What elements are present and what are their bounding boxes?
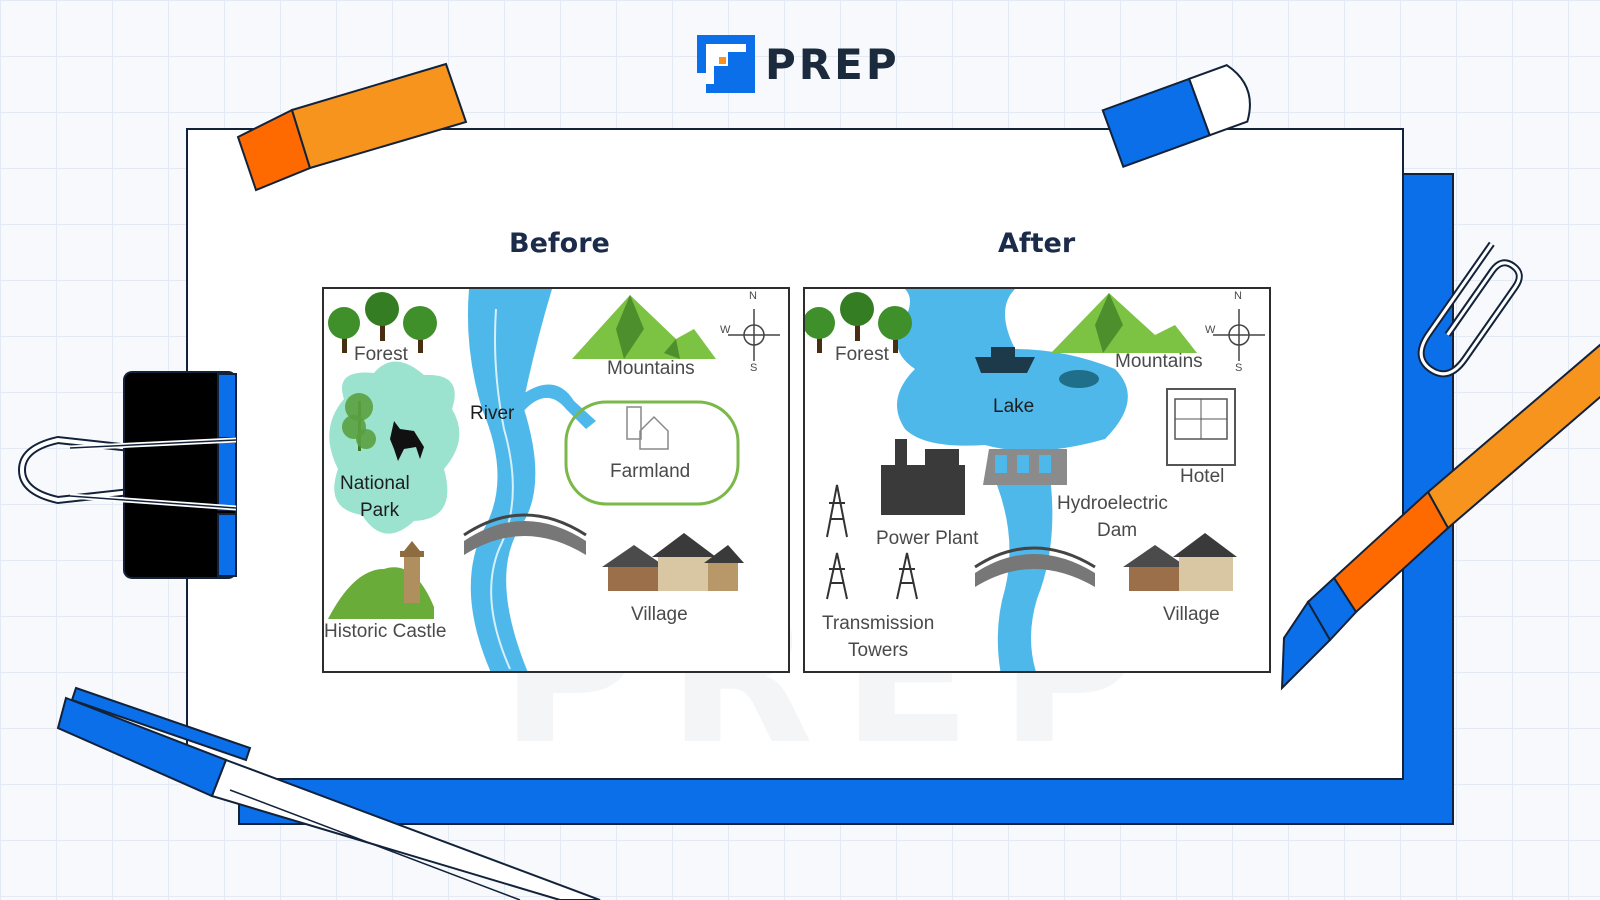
prep-logo-icon (697, 35, 755, 93)
before-compass-s: S (750, 362, 758, 374)
after-village-label: Village (1163, 604, 1220, 625)
brand-logo: PREP (697, 35, 900, 93)
national-park-icon (329, 361, 460, 534)
farmland-icon (564, 400, 740, 506)
lake-icon (897, 289, 1128, 451)
after-compass-s: S (1235, 362, 1243, 374)
before-forest-label: Forest (354, 344, 408, 365)
before-national-park-label-2: Park (360, 500, 400, 521)
after-hydroelectric-dam-label-2: Dam (1097, 520, 1138, 541)
before-national-park-label-1: National (340, 473, 410, 494)
forest-icon (328, 292, 437, 353)
river-icon (467, 289, 596, 671)
before-historic-castle-label: Historic Castle (324, 621, 447, 642)
hydroelectric-dam-icon (983, 449, 1067, 485)
before-village-label: Village (631, 604, 688, 625)
before-farmland-label: Farmland (610, 461, 691, 482)
before-compass-n: N (749, 290, 757, 302)
historic-castle-icon (328, 541, 434, 619)
before-map-title: Before (509, 228, 610, 259)
before-compass-w: W (720, 324, 731, 336)
forest-icon (805, 292, 912, 353)
after-compass-n: N (1234, 290, 1242, 302)
after-hydroelectric-dam-label-1: Hydroelectric (1057, 493, 1168, 514)
after-mountains-label: Mountains (1115, 351, 1203, 372)
village-icon (1123, 533, 1237, 591)
mountains-icon (1051, 293, 1197, 353)
compass-icon (1213, 309, 1265, 361)
after-map-title: After (998, 228, 1076, 259)
after-map: Forest Mountains Lake Hotel Hydroelectri… (803, 287, 1271, 673)
after-transmission-towers-label-1: Transmission (822, 613, 935, 634)
after-hotel-label: Hotel (1180, 466, 1225, 487)
after-compass-w: W (1205, 324, 1216, 336)
transmission-tower-icon (826, 484, 918, 600)
bridge-icon (463, 513, 587, 555)
village-icon (602, 533, 744, 591)
brand-name: PREP (765, 39, 900, 89)
before-mountains-label: Mountains (607, 358, 695, 379)
hotel-icon (1166, 388, 1236, 466)
river-icon (997, 485, 1053, 671)
mountains-icon (572, 295, 716, 359)
compass-icon (728, 309, 780, 361)
after-lake-label: Lake (993, 396, 1035, 417)
after-power-plant-label: Power Plant (876, 528, 979, 549)
power-plant-icon (881, 439, 965, 515)
after-transmission-towers-label-2: Towers (848, 640, 909, 661)
before-map: Forest Mountains River National Park Far… (322, 287, 790, 673)
bridge-icon (974, 546, 1096, 587)
before-river-label: River (470, 403, 515, 424)
after-forest-label: Forest (835, 344, 889, 365)
